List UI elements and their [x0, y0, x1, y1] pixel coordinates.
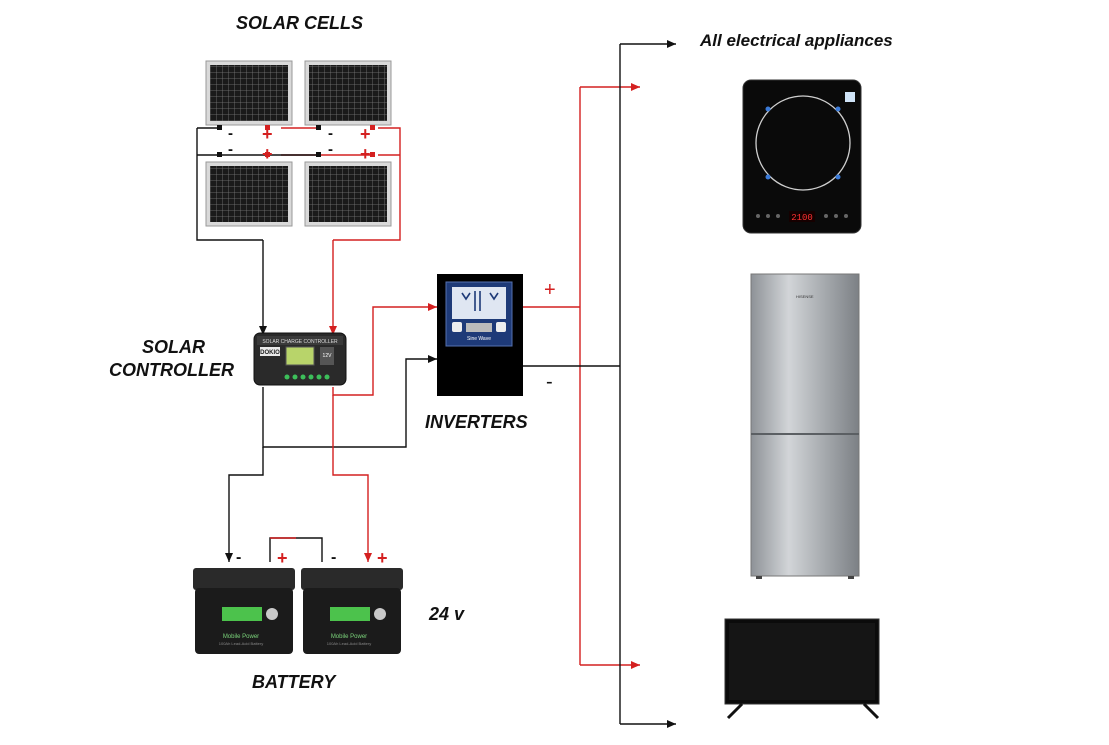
controller-wiring: [225, 303, 437, 562]
plus-sign: +: [360, 144, 371, 164]
fridge-brand: HISENSE: [796, 294, 814, 299]
plus-sign: +: [277, 548, 288, 568]
controller-badge: 12V: [323, 353, 333, 359]
plus-sign: +: [262, 144, 273, 164]
cooktop-display: 2100: [791, 213, 813, 223]
induction-cooktop-icon: 2100: [742, 79, 862, 234]
solar-panel-top-right: [304, 60, 392, 126]
inverter-output-wiring: [523, 40, 676, 728]
solar-controller-label-line1: SOLAR: [142, 337, 205, 357]
battery-label: BATTERY: [252, 672, 336, 692]
solar-controller-label-line2: CONTROLLER: [109, 360, 234, 380]
solar-panel-bottom-left: [205, 161, 293, 227]
panel-polarity-signs: - + - + - + - +: [228, 124, 371, 164]
controller-title: SOLAR CHARGE CONTROLLER: [262, 339, 338, 345]
minus-sign: -: [228, 125, 233, 142]
inverters-label: INVERTERS: [425, 412, 528, 432]
television-icon: [724, 618, 880, 720]
minus-sign: -: [236, 549, 241, 566]
solar-cells-label: SOLAR CELLS: [236, 13, 364, 33]
inverter-icon: Sine Wave: [437, 274, 523, 396]
panel-terminals: [217, 125, 375, 157]
charge-controller-icon: SOLAR CHARGE CONTROLLER DOKIO 12V: [253, 332, 347, 386]
minus-sign: -: [228, 141, 233, 158]
minus-sign: -: [328, 125, 333, 142]
voltage-label: 24 v: [429, 604, 465, 624]
battery-subtitle: 100Ah Lead-Acid Battery: [327, 641, 371, 646]
minus-sign: -: [328, 141, 333, 158]
battery-right: Mobile Power 100Ah Lead-Acid Battery: [301, 568, 403, 654]
controller-brand: DOKIO: [260, 350, 280, 356]
inverter-brand: Sine Wave: [467, 336, 491, 342]
battery-brand: Mobile Power: [331, 634, 367, 640]
solar-panel-bottom-right: [304, 161, 392, 227]
minus-sign: -: [331, 549, 336, 566]
refrigerator-icon: HISENSE: [750, 273, 860, 579]
battery-brand: Mobile Power: [223, 634, 259, 640]
battery-left: Mobile Power 100Ah Lead-Acid Battery: [193, 568, 295, 654]
battery-subtitle: 100Ah Lead-Acid Battery: [219, 641, 263, 646]
solar-panel-top-left: [205, 60, 293, 126]
inverter-minus-sign: -: [546, 371, 553, 393]
plus-sign: +: [262, 124, 273, 144]
battery-polarity-signs: - + - +: [236, 548, 388, 568]
inverter-plus-sign: +: [544, 279, 556, 301]
plus-sign: +: [377, 548, 388, 568]
plus-sign: +: [360, 124, 371, 144]
appliances-label: All electrical appliances: [700, 31, 893, 50]
